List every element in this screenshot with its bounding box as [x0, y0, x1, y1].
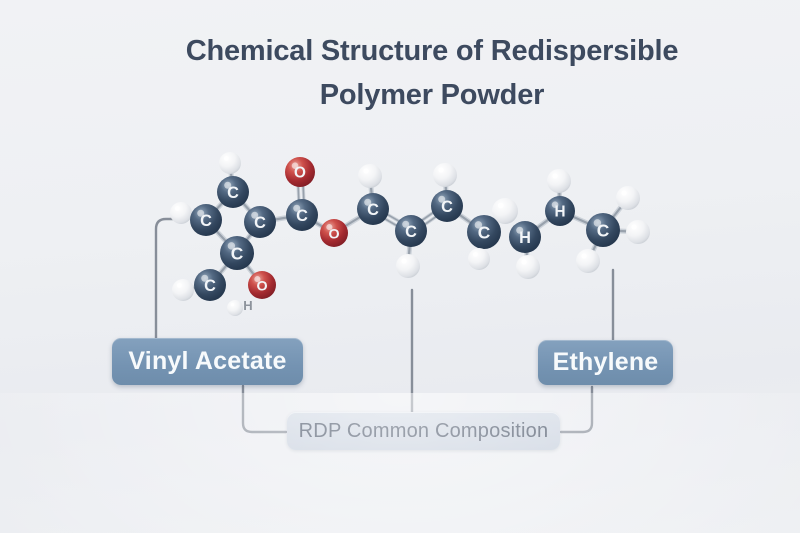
- sphere-highlight: [230, 302, 235, 307]
- sphere-highlight: [438, 167, 444, 173]
- atom-h: [358, 164, 382, 188]
- sphere-highlight: [402, 220, 410, 228]
- atom-label: C: [405, 223, 417, 241]
- atom-h: [433, 163, 457, 187]
- page-title: Chemical Structure of Redispersible Poly…: [64, 29, 800, 117]
- atom-label: C: [231, 243, 244, 263]
- sphere-highlight: [201, 274, 209, 282]
- atom-label: C: [478, 222, 491, 242]
- atom-h: [468, 248, 490, 270]
- atom-label: C: [227, 184, 239, 202]
- ethylene-label-text: Ethylene: [552, 348, 659, 376]
- sphere-highlight: [631, 224, 637, 230]
- atom-h: [227, 300, 243, 316]
- atom-h: [547, 169, 571, 193]
- sphere-highlight: [174, 205, 180, 211]
- sphere-highlight: [593, 219, 602, 227]
- connector-vinyl-acetate: [154, 217, 177, 340]
- atom-label: O: [294, 165, 306, 182]
- rdp-composition-label-text: RDP Common Composition: [298, 419, 549, 442]
- sphere-highlight: [621, 190, 627, 196]
- sphere-highlight: [521, 259, 527, 265]
- atom-h: [170, 202, 192, 224]
- atom-label: O: [256, 278, 267, 294]
- sphere-highlight: [363, 168, 369, 174]
- sphere-highlight: [364, 198, 372, 206]
- atom-label: C: [200, 212, 212, 230]
- sphere-highlight: [176, 282, 182, 288]
- atom-label: C: [597, 220, 610, 240]
- sphere-highlight: [326, 224, 333, 231]
- sphere-highlight: [293, 204, 301, 212]
- sphere-highlight: [472, 251, 478, 257]
- sphere-highlight: [438, 195, 446, 203]
- atom-label: H: [519, 229, 531, 247]
- atom-h: [576, 249, 600, 273]
- sphere-highlight: [474, 221, 483, 229]
- atom-label: C: [441, 198, 453, 216]
- sphere-highlight: [516, 226, 524, 234]
- atom-label: C: [204, 277, 216, 295]
- sphere-highlight: [197, 209, 205, 217]
- sphere-highlight: [224, 181, 232, 189]
- sphere-highlight: [401, 258, 407, 264]
- atom-h: [626, 220, 650, 244]
- sphere-highlight: [552, 173, 558, 179]
- vinyl-acetate-label: Vinyl Acetate: [112, 338, 303, 385]
- connector-ethylene-to-rdp: [559, 385, 594, 434]
- page-title-line2: Polymer Powder: [319, 79, 545, 111]
- atom-label: O: [328, 226, 339, 242]
- sphere-highlight: [223, 155, 229, 161]
- atom-label: H: [554, 204, 565, 221]
- annotation-layer: H: [243, 298, 252, 313]
- sphere-highlight: [291, 162, 299, 169]
- atom-label: C: [254, 214, 266, 232]
- sphere-highlight: [251, 211, 259, 219]
- atom-h: [219, 152, 241, 174]
- vinyl-acetate-label-text: Vinyl Acetate: [128, 347, 287, 375]
- page-title-line1: Chemical Structure of Redispersible: [185, 35, 679, 67]
- atom-h: [172, 279, 194, 301]
- connector-vinyl-to-rdp: [241, 384, 288, 434]
- atom-label: C: [296, 207, 308, 225]
- sphere-highlight: [581, 253, 587, 259]
- atom-h: [516, 255, 540, 279]
- rdp-composition-label: RDP Common Composition: [287, 412, 560, 450]
- sphere-highlight: [497, 202, 504, 209]
- sphere-highlight: [551, 201, 559, 208]
- hydrogen-annotation: H: [243, 298, 252, 313]
- atom-h: [616, 186, 640, 210]
- ethylene-label: Ethylene: [538, 340, 673, 385]
- sphere-highlight: [227, 242, 236, 250]
- atom-h: [396, 254, 420, 278]
- sphere-highlight: [254, 276, 261, 283]
- atom-label: C: [367, 201, 379, 219]
